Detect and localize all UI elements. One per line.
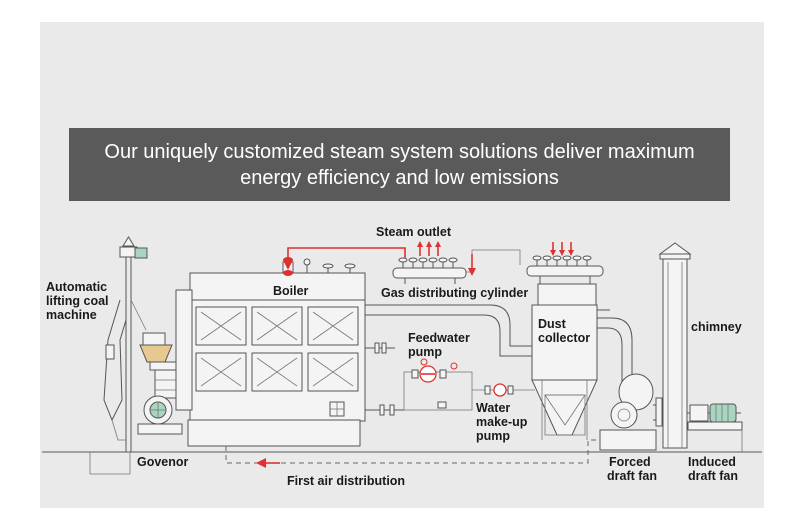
label-boiler: Boiler — [273, 284, 309, 298]
governor-fan — [137, 395, 188, 435]
steam-down-arrows — [550, 242, 574, 256]
headline-text: Our uniquely customized steam system sol… — [104, 140, 695, 189]
ground-line — [42, 451, 762, 475]
label-automatic-3: machine — [46, 308, 97, 322]
water-makeup-pump — [365, 383, 514, 416]
steam-outlet-line — [284, 247, 406, 270]
label-dust-1: Dust — [538, 317, 567, 331]
label-forced-1: Forced — [609, 455, 651, 469]
label-induced-1: Induced — [688, 455, 736, 469]
label-feedwater-2: pump — [408, 345, 442, 359]
boiler — [175, 257, 366, 447]
label-gas-distributing: Gas distributing cylinder — [381, 286, 528, 300]
label-first-air: First air distribution — [287, 474, 405, 488]
component-labels: Automatic lifting coal machine Boiler St… — [46, 225, 742, 488]
label-water-1: Water — [476, 401, 510, 415]
dust-collector — [531, 283, 610, 440]
label-forced-2: draft fan — [607, 469, 657, 483]
label-governor: Govenor — [137, 455, 189, 469]
label-induced-2: draft fan — [688, 469, 738, 483]
first-air-duct — [225, 439, 600, 468]
boiler-tube-panels — [195, 306, 359, 392]
coal-lifting-machine — [103, 236, 148, 452]
steam-up-arrows — [417, 241, 441, 256]
label-dust-2: collector — [538, 331, 590, 345]
label-automatic-2: lifting coal — [46, 294, 109, 308]
label-steam-outlet: Steam outlet — [376, 225, 452, 239]
forced-draft-fan — [599, 373, 665, 451]
label-water-2: make-up — [476, 415, 528, 429]
chimney — [658, 242, 692, 449]
label-chimney: chimney — [691, 320, 742, 334]
gas-distributing-cylinder-1 — [392, 241, 521, 284]
flue-duct — [365, 304, 532, 357]
feedwater-pump — [365, 342, 535, 411]
gas-distributing-cylinder-2 — [526, 242, 604, 284]
label-feedwater-1: Feedwater — [408, 331, 470, 345]
label-water-3: pump — [476, 429, 510, 443]
induced-draft-fan — [687, 403, 743, 452]
dust-to-fan-duct — [597, 317, 633, 390]
label-automatic-1: Automatic — [46, 280, 107, 294]
headline-banner: Our uniquely customized steam system sol… — [69, 128, 730, 201]
